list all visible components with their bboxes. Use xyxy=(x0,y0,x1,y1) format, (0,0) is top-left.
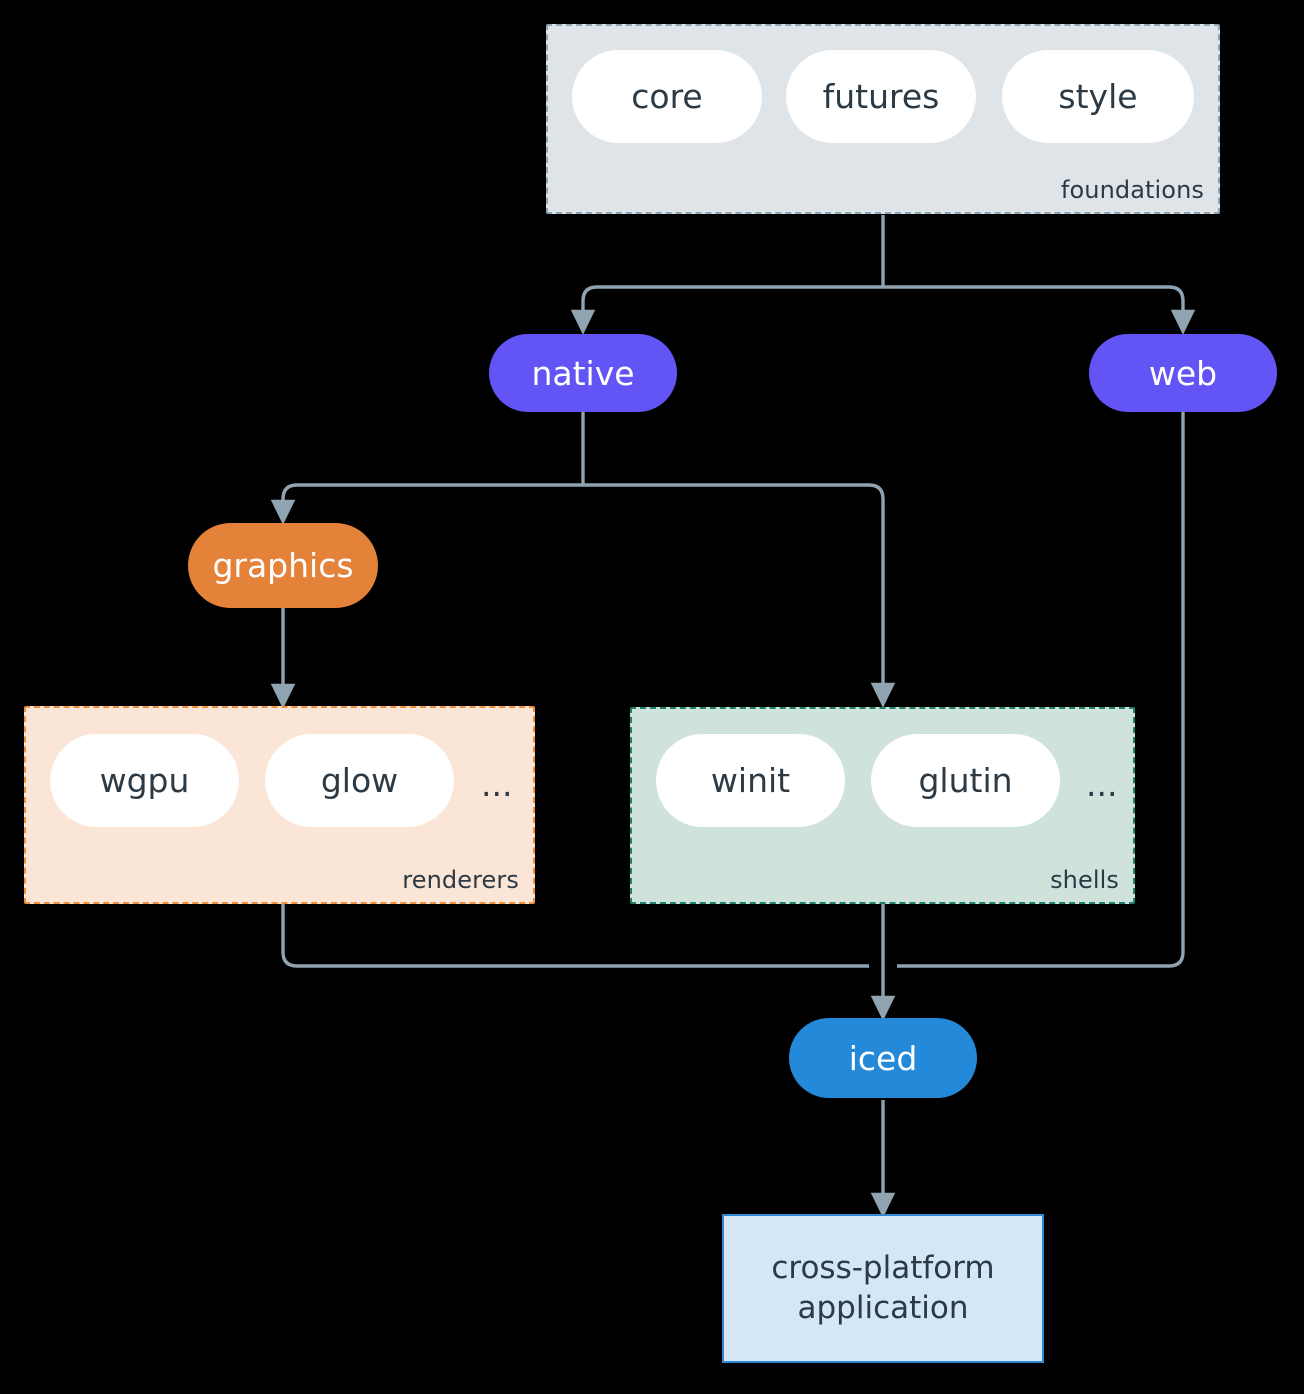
edge-renderers-to-iced xyxy=(281,903,869,968)
node-wgpu-label: wgpu xyxy=(99,761,190,800)
node-glutin-label: glutin xyxy=(918,761,1013,800)
edge-foundations-to-native xyxy=(570,285,883,335)
application-label-line2: application xyxy=(797,1289,969,1326)
node-style[interactable]: style xyxy=(1002,50,1194,143)
node-graphics[interactable]: graphics xyxy=(188,523,378,608)
node-winit-label: winit xyxy=(710,761,791,800)
group-label-renderers: renderers xyxy=(402,866,519,894)
group-label-shells: shells xyxy=(1050,866,1119,894)
shells-overflow-ellipsis: ... xyxy=(1086,765,1118,804)
application-label-line1: cross-platform xyxy=(771,1249,995,1286)
node-futures-label: futures xyxy=(822,77,940,116)
group-label-foundations: foundations xyxy=(1060,176,1204,204)
node-glow[interactable]: glow xyxy=(265,734,454,827)
node-style-label: style xyxy=(1058,77,1138,116)
edge-native-to-graphics xyxy=(270,483,583,525)
node-winit[interactable]: winit xyxy=(656,734,845,827)
node-glow-label: glow xyxy=(320,761,399,800)
node-web-label: web xyxy=(1148,353,1218,393)
node-cross-platform-application[interactable]: cross-platform application xyxy=(722,1214,1044,1363)
edge-native-to-shells xyxy=(583,483,896,708)
node-native[interactable]: native xyxy=(489,334,677,412)
node-wgpu[interactable]: wgpu xyxy=(50,734,239,827)
node-glutin[interactable]: glutin xyxy=(871,734,1060,827)
edge-foundations-to-web xyxy=(883,285,1196,335)
edge-web-to-iced xyxy=(897,412,1185,968)
node-core[interactable]: core xyxy=(572,50,762,143)
renderers-overflow-ellipsis: ... xyxy=(481,765,513,804)
node-futures[interactable]: futures xyxy=(786,50,976,143)
node-graphics-label: graphics xyxy=(212,546,354,585)
node-iced-label: iced xyxy=(848,1038,918,1078)
node-core-label: core xyxy=(631,77,703,116)
node-iced[interactable]: iced xyxy=(789,1018,977,1098)
node-web[interactable]: web xyxy=(1089,334,1277,412)
node-native-label: native xyxy=(531,353,635,393)
